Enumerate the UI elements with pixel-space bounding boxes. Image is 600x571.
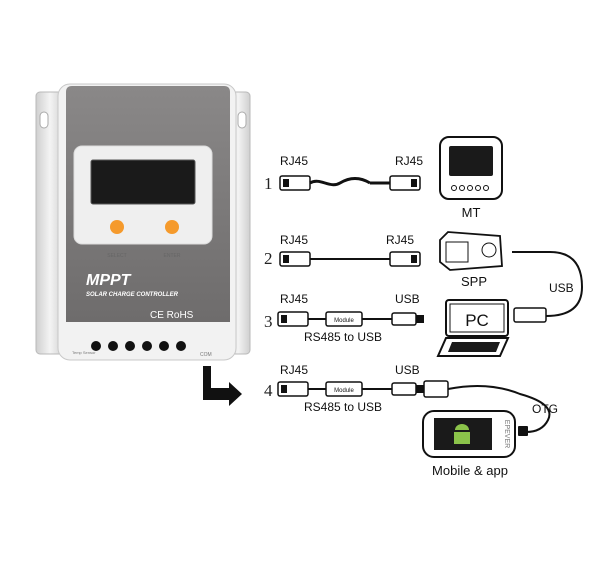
android-icon	[454, 424, 470, 444]
com-port-label: COM	[200, 352, 212, 358]
temp-sensor-label: Temp Sensor	[72, 350, 96, 355]
adapter-caption: RS485 to USB	[304, 330, 382, 344]
left-connector-label: RJ45	[280, 363, 308, 377]
select-knob[interactable]	[110, 220, 124, 234]
left-connector-label: RJ45	[280, 154, 308, 168]
enter-knob[interactable]	[165, 220, 179, 234]
device-label: MT	[462, 205, 481, 220]
arrow-icon	[203, 366, 242, 406]
device-label: Mobile & app	[432, 463, 508, 478]
lcd-screen	[90, 159, 196, 205]
connection-row-3: 3 RJ45 USB Module RS485 to USB PC	[264, 292, 510, 357]
module-label: Module	[334, 388, 354, 394]
right-connector-label: USB	[395, 292, 420, 306]
cable-label: USB	[549, 281, 574, 295]
connection-row-2: 2 RJ45 RJ45 SPP USB	[264, 231, 584, 323]
connection-number: 4	[264, 381, 273, 400]
controller-subtitle: SOLAR CHARGE CONTROLLER	[86, 292, 179, 298]
connection-row-1: 1 RJ45 RJ45 MT	[264, 136, 503, 220]
enter-button-label: ENTER	[164, 253, 181, 259]
otg-plug	[518, 426, 528, 436]
connection-row-4: 4 RJ45 USB Module RS485 to USB EPEVER Mo…	[264, 363, 558, 478]
select-button-label: SELECT	[107, 253, 126, 259]
smartphone-icon: EPEVER	[422, 410, 516, 458]
adapter-caption: RS485 to USB	[304, 400, 382, 414]
connection-number: 1	[264, 174, 273, 193]
laptop-icon	[436, 299, 510, 357]
usb-socket	[423, 380, 449, 398]
charge-controller: SELECT ENTER MPPT SOLAR CHARGE CONTROLLE…	[35, 83, 251, 361]
cable-label: OTG	[532, 402, 558, 416]
right-connector-label: RJ45	[395, 154, 423, 168]
left-connector-label: RJ45	[280, 233, 308, 247]
left-connector-label: RJ45	[280, 292, 308, 306]
connection-number: 2	[264, 249, 273, 268]
device-label: PC	[465, 311, 489, 330]
device-label: SPP	[461, 274, 487, 289]
terminal-block	[91, 341, 186, 351]
connection-number: 3	[264, 312, 273, 331]
spp-adapter-icon	[439, 231, 503, 271]
right-connector-label: RJ45	[386, 233, 414, 247]
usb-plug	[391, 312, 417, 326]
right-connector-label: USB	[395, 363, 420, 377]
svg-text:EPEVER: EPEVER	[503, 420, 510, 448]
brand-logo-text: MPPT	[86, 272, 132, 289]
usb-plug	[391, 382, 417, 396]
remote-meter-icon	[439, 136, 503, 200]
usb-plug	[513, 307, 547, 323]
module-label: Module	[334, 318, 354, 324]
certification-marks: CE RoHS	[150, 310, 194, 321]
